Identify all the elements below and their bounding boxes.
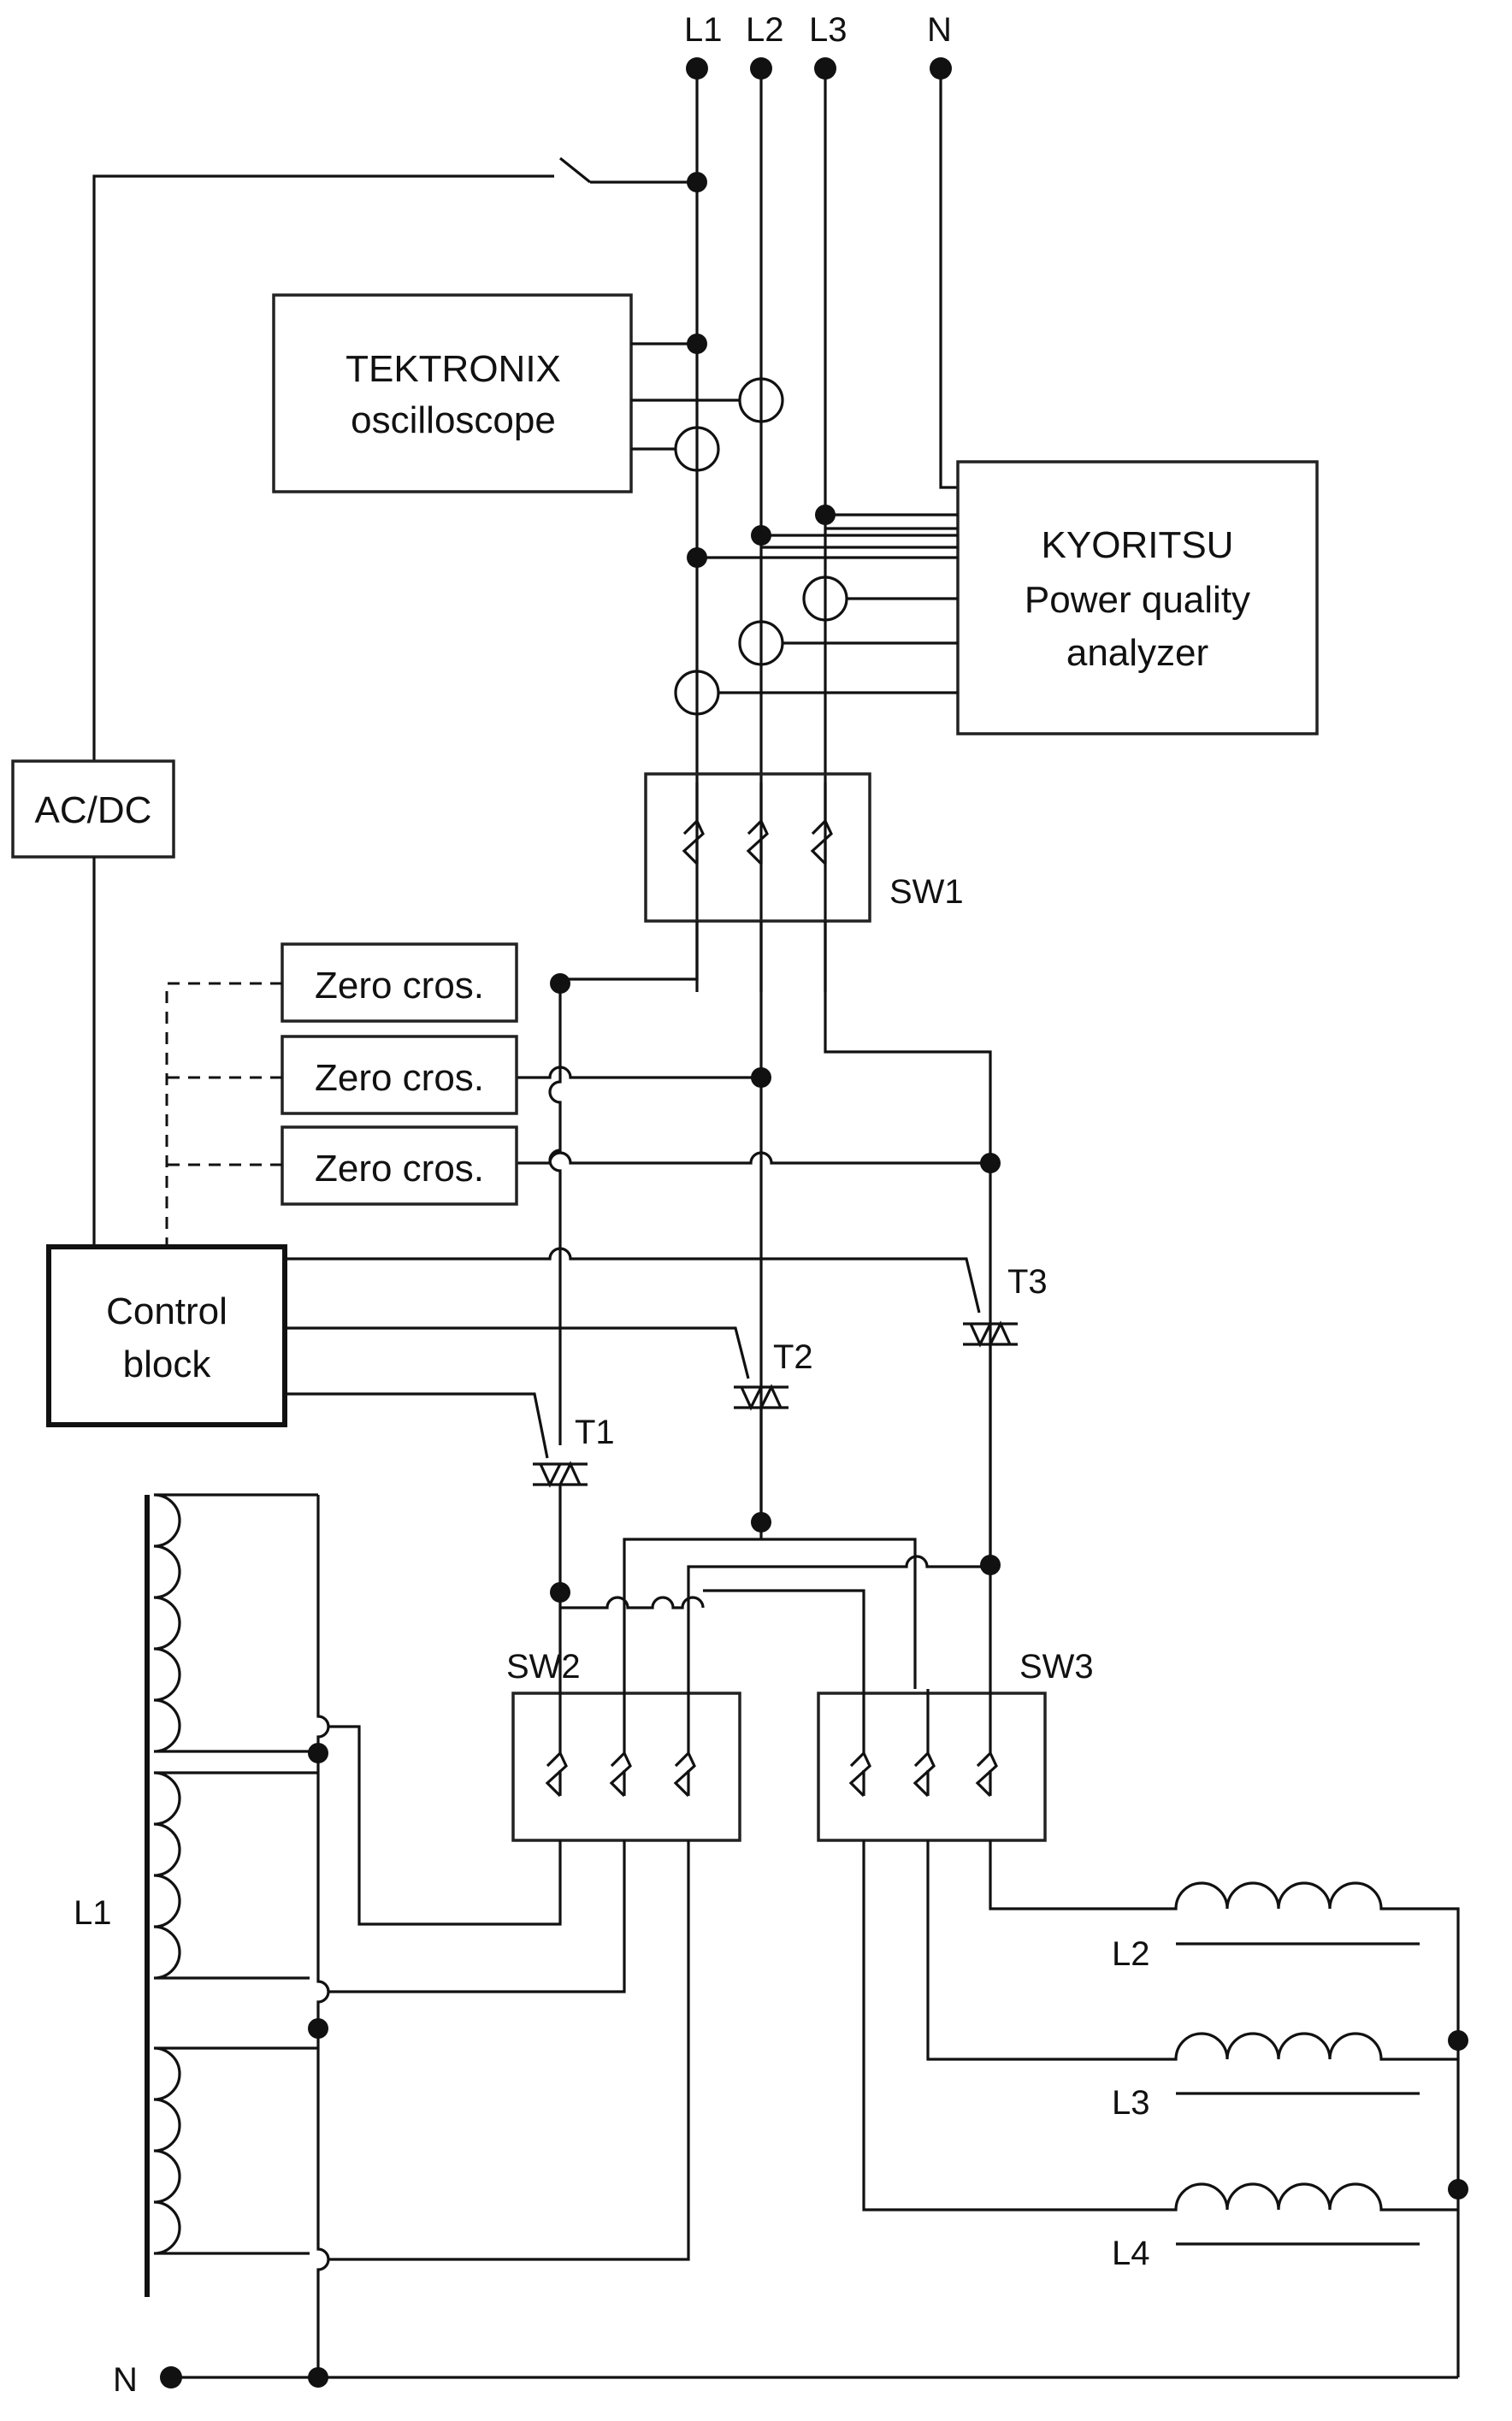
sw1-contacts — [682, 782, 833, 865]
terminal-label-l3: L3 — [809, 11, 848, 49]
sw3-label: SW3 — [1019, 1648, 1094, 1686]
acdc-box — [11, 759, 175, 859]
control-block-label-1: Control — [106, 1290, 227, 1332]
sw2-label: SW2 — [506, 1648, 581, 1686]
sw1-outputs — [517, 921, 992, 1565]
terminal-dot-l1 — [686, 57, 708, 80]
junction-dots — [160, 57, 1468, 2389]
inductor-l1-coils — [153, 1493, 330, 2377]
acdc-label: AC/DC — [35, 789, 152, 831]
terminal-dot-l3 — [814, 57, 836, 80]
control-block-label-2: block — [123, 1343, 212, 1385]
sw3-contacts — [848, 1689, 998, 1798]
analyzer-label-2: Power quality — [1025, 579, 1250, 621]
oscilloscope-box — [272, 293, 633, 493]
main-breaker — [92, 156, 697, 761]
sw2-contacts — [545, 1689, 696, 1798]
inductor-l2 — [989, 1840, 1460, 2377]
inductor-l3-label: L3 — [1112, 2084, 1150, 2122]
sw1-label: SW1 — [889, 873, 964, 911]
zero-cross-label-2: Zero cros. — [315, 1057, 484, 1099]
sw2-box — [511, 1692, 741, 1842]
analyzer-connections — [674, 513, 958, 716]
zero-cross-label-3: Zero cros. — [315, 1148, 484, 1190]
zero-cross-box-2 — [281, 1035, 518, 1115]
analyzer-label-3: analyzer — [1066, 632, 1208, 674]
oscilloscope-probes — [631, 342, 784, 472]
inductor-l3 — [926, 1840, 1458, 2095]
sw3-box — [817, 1692, 1047, 1842]
inductor-l4 — [862, 1840, 1458, 2246]
zero-cross-box-3 — [281, 1125, 518, 1206]
control-outputs — [285, 1247, 981, 1459]
analyzer-box — [956, 460, 1319, 735]
terminal-dot-n — [930, 57, 952, 80]
oscilloscope-label-2: oscilloscope — [351, 399, 556, 441]
distribution-bus — [558, 1344, 992, 1689]
inductor-l1-taps — [328, 1725, 690, 2261]
zero-cross-label-1: Zero cros. — [315, 965, 484, 1007]
terminal-label-l1: L1 — [684, 11, 723, 49]
inductor-l1-label: L1 — [74, 1894, 112, 1932]
terminal-label-n-top: N — [927, 11, 952, 49]
triac-t3-label: T3 — [1007, 1263, 1048, 1301]
oscilloscope-label-1: TEKTRONIX — [346, 348, 561, 390]
triac-t1 — [533, 1461, 588, 1488]
terminal-label-n-bottom: N — [113, 2361, 138, 2399]
terminal-dot-l2 — [750, 57, 772, 80]
sw1-box — [644, 772, 871, 923]
triac-t2-label: T2 — [773, 1338, 813, 1376]
control-block-box — [46, 1244, 287, 1427]
terminal-dot-n-bottom — [160, 2366, 182, 2389]
terminal-label-l2: L2 — [746, 11, 784, 49]
analyzer-label-1: KYORITSU — [1042, 524, 1234, 566]
triac-t1-label: T1 — [575, 1414, 615, 1451]
zero-cross-box-1 — [281, 942, 518, 1023]
zero-cross-signal-lines — [165, 982, 282, 1249]
inductor-l4-label: L4 — [1112, 2235, 1150, 2272]
inductor-l2-label: L2 — [1112, 1935, 1150, 1973]
phase-lines — [695, 68, 958, 992]
